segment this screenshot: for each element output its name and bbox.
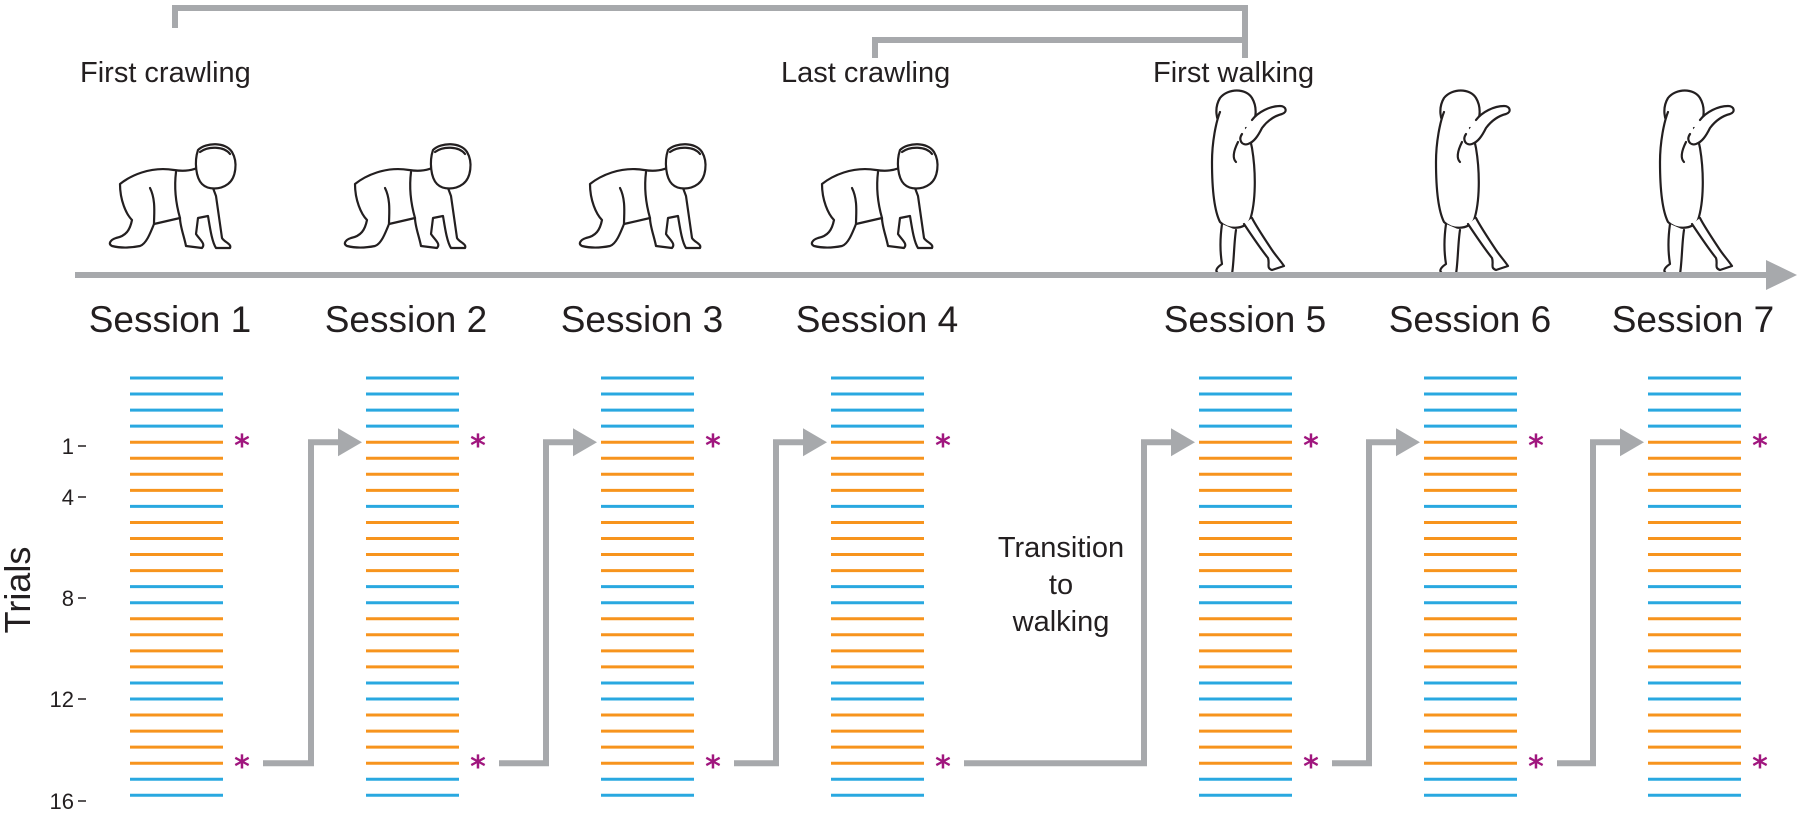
walking-infant-icon: [1658, 89, 1735, 276]
connector-line: [734, 439, 817, 767]
trial-tick-1: 1: [62, 434, 74, 459]
connector-line: [1557, 439, 1634, 767]
session-3-trial-stack: **: [601, 376, 721, 797]
transition-line-2: to: [1049, 569, 1073, 601]
first-trial-marker: *: [234, 429, 250, 464]
milestone-labels: First crawling Last crawling First walki…: [80, 57, 1314, 89]
connector-arrowhead: [1171, 428, 1195, 457]
first-trial-marker: *: [470, 429, 486, 464]
connector-line: [964, 439, 1185, 767]
transition-line-3: walking: [1012, 606, 1110, 638]
last-trial-marker: *: [1752, 750, 1768, 785]
last-trial-marker: *: [935, 750, 951, 785]
session-7-label: Session 7: [1612, 299, 1775, 340]
crawling-infant-icon: [810, 143, 939, 250]
first-trial-marker: *: [935, 429, 951, 464]
session-5-trial-stack: **: [1199, 376, 1319, 797]
trial-stacks: **************: [130, 376, 1768, 797]
milestone-brackets: [172, 5, 1248, 58]
last-trial-marker: *: [470, 750, 486, 785]
last-crawling-label: Last crawling: [781, 57, 950, 89]
last-trial-marker: *: [234, 750, 250, 785]
session-2-trial-stack: **: [366, 376, 486, 797]
connector-line: [499, 439, 587, 767]
trial-tick-8: 8: [62, 586, 74, 611]
trial-tick-12: 12: [50, 687, 74, 712]
trial-tick-4: 4: [62, 485, 74, 510]
connector-line: [263, 439, 352, 767]
last-trial-marker: *: [1528, 750, 1544, 785]
session-1-label: Session 1: [89, 299, 252, 340]
connector-arrowhead: [1620, 428, 1644, 457]
session-3-label: Session 3: [561, 299, 724, 340]
last-trial-marker: *: [705, 750, 721, 785]
session-4-label: Session 4: [796, 299, 959, 340]
timeline-arrow: [75, 260, 1797, 290]
session-labels: Session 1 Session 2 Session 3 Session 4 …: [89, 299, 1775, 340]
last-crawl-to-walk-bracket: [872, 37, 1248, 58]
connector-arrowhead: [1396, 428, 1420, 457]
crawling-infant-icon: [343, 143, 472, 250]
crawling-infant-icon: [108, 143, 237, 250]
session-connectors: [263, 428, 1644, 767]
first-trial-marker: *: [1528, 429, 1544, 464]
session-4-trial-stack: **: [831, 376, 951, 797]
trial-tick-16: 16: [50, 789, 74, 814]
transition-label: Transition to walking: [998, 532, 1124, 638]
session-6-label: Session 6: [1389, 299, 1552, 340]
connector-arrowhead: [338, 428, 362, 457]
first-trial-marker: *: [705, 429, 721, 464]
walking-infant-icon: [1434, 89, 1511, 276]
transition-line-1: Transition: [998, 532, 1124, 564]
first-trial-marker: *: [1752, 429, 1768, 464]
session-1-trial-stack: **: [130, 376, 250, 797]
first-walking-label: First walking: [1153, 57, 1314, 89]
last-trial-marker: *: [1303, 750, 1319, 785]
session-6-trial-stack: **: [1424, 376, 1544, 797]
session-2-label: Session 2: [325, 299, 488, 340]
walking-infant-icon: [1210, 89, 1287, 276]
first-trial-marker: *: [1303, 429, 1319, 464]
session-7-trial-stack: **: [1648, 376, 1768, 797]
connector-arrowhead: [573, 428, 597, 457]
crawling-infant-icon: [578, 143, 707, 250]
connector-arrowhead: [803, 428, 827, 457]
trials-axis-label: Trials: [0, 547, 38, 634]
connector-line: [1332, 439, 1410, 767]
infant-figures: [108, 89, 1735, 276]
crawl-to-walk-bracket: [172, 5, 1248, 40]
trials-axis: Trials 1 4 8 12 16: [0, 434, 86, 814]
first-crawling-label: First crawling: [80, 57, 251, 89]
session-5-label: Session 5: [1164, 299, 1327, 340]
